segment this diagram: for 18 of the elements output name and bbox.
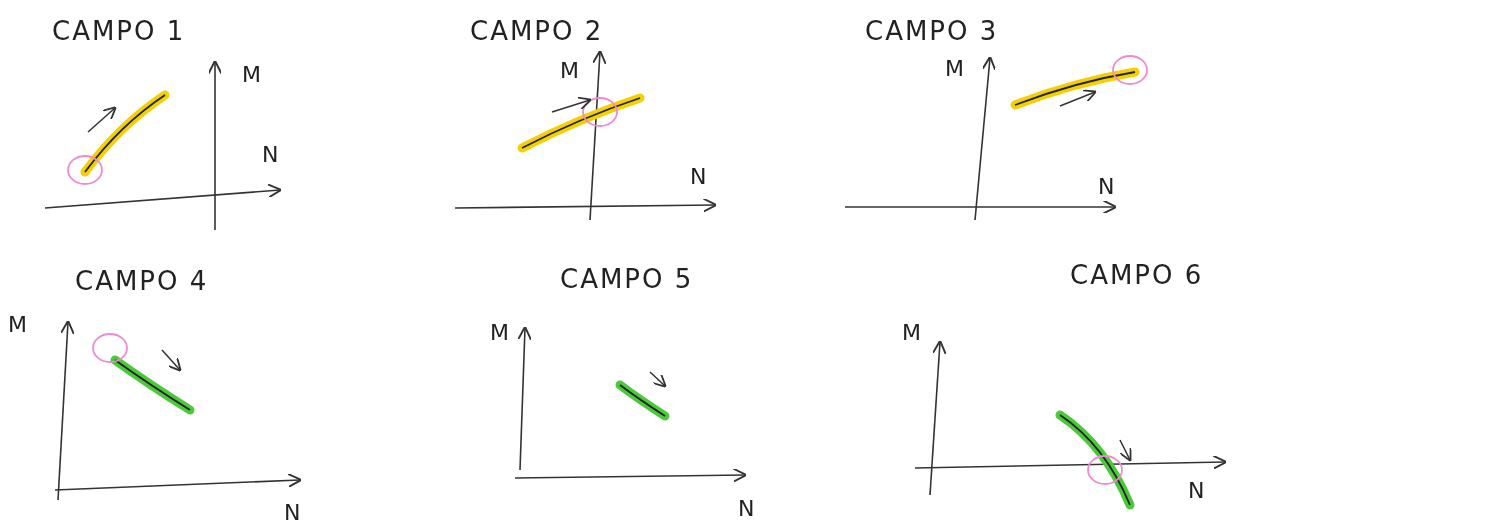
panel-title: CAMPO 1 [52,18,186,44]
axis-label: M [242,64,261,86]
axis-label: N [690,166,707,188]
panel-title: CAMPO 5 [560,266,694,292]
axis-label: N [738,498,755,520]
axis-label: N [1188,480,1205,502]
panel-title: CAMPO 4 [75,268,209,294]
axis-label: M [560,60,579,82]
axis-label: M [490,322,509,344]
axis-label: N [284,502,301,524]
panel-title: CAMPO 6 [1070,262,1204,288]
panel-title: CAMPO 2 [470,18,604,44]
axis-label: M [8,314,27,336]
axis-label: M [902,322,921,344]
axis-label: N [1098,176,1115,198]
panel-title: CAMPO 3 [865,18,999,44]
axis-label: M [945,58,964,80]
axis-label: N [262,144,279,166]
